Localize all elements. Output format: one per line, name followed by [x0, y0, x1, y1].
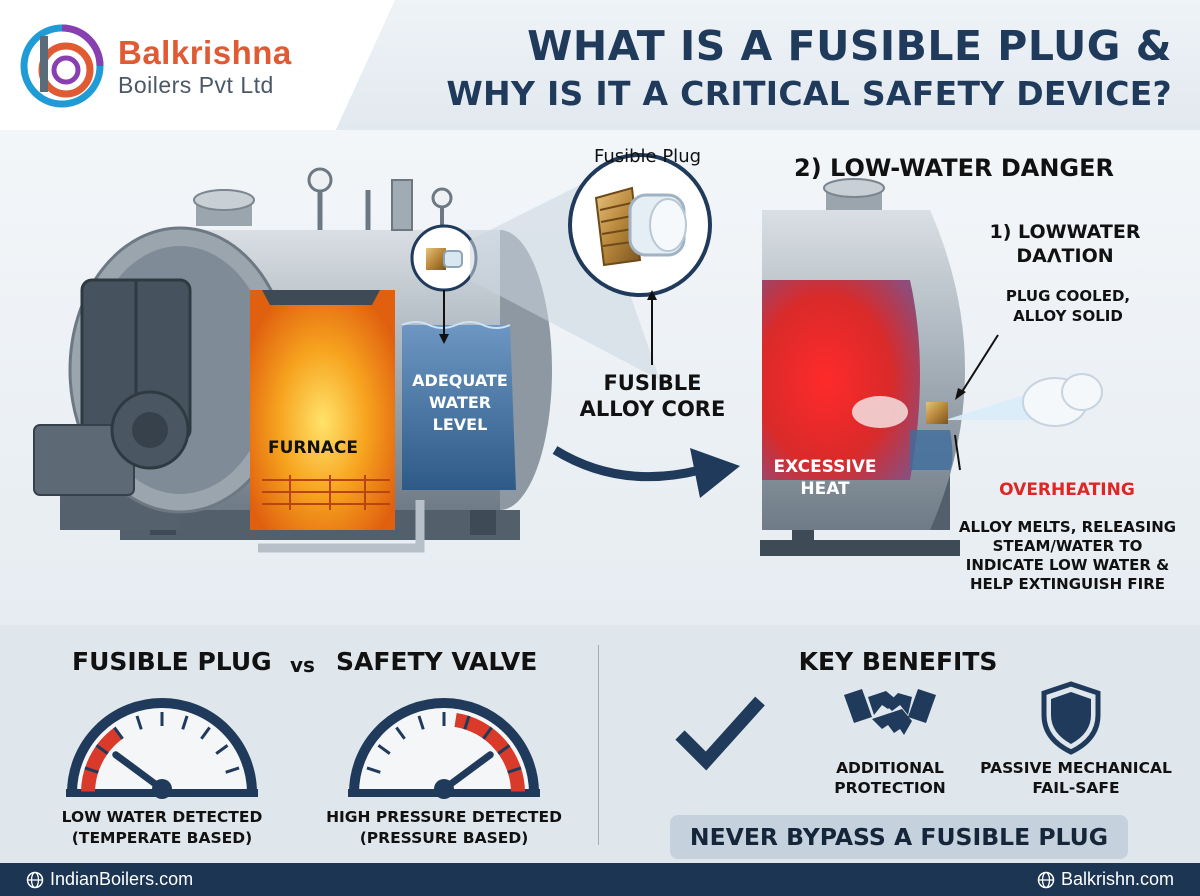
- furnace-label: FURNACE: [268, 438, 358, 458]
- versus-label: vs: [290, 653, 315, 677]
- lowwater-label-line-2: DAΛTION: [1016, 245, 1114, 267]
- benefit-additional-line-2: PROTECTION: [834, 779, 946, 797]
- gauge-tick: [84, 766, 99, 774]
- right-boiler: [760, 178, 1103, 556]
- high-pressure-caption-line-1: HIGH PRESSURE DETECTED: [326, 808, 562, 826]
- safety-valve-heading: SAFETY VALVE: [336, 647, 538, 676]
- gauge-tick: [200, 726, 211, 740]
- gauge-tick: [181, 715, 189, 730]
- high-pressure-caption-line-2: (PRESSURE BASED): [359, 829, 529, 847]
- gauge-dial: [67, 698, 257, 794]
- overheating-label: OVERHEATING: [999, 480, 1135, 500]
- low-water-gauge: [66, 698, 258, 799]
- gauge-hub: [152, 779, 172, 799]
- bottom-section: FUSIBLE PLUG vs SAFETY VALVE LOW WATER D…: [0, 625, 1200, 863]
- alloy-melts-line-2: STEAM/WATER TO: [992, 537, 1143, 555]
- benefit-passive-line-2: FAIL-SAFE: [1032, 779, 1120, 797]
- gauge-tick: [463, 715, 471, 730]
- excessive-heat-label-line-2: HEAT: [800, 479, 850, 499]
- gauge-tick: [215, 744, 229, 755]
- benefit-caption-passive-fail-safe: PASSIVE MECHANICAL FAIL-SAFE: [978, 758, 1174, 798]
- gauge-tick: [377, 744, 391, 755]
- plug-cooled-label-line-2: ALLOY SOLID: [1013, 307, 1123, 325]
- footer: IndianBoilers.com Balkrishn.com: [0, 863, 1200, 896]
- key-benefits-title: KEY BENEFITS: [798, 647, 998, 676]
- lowwater-label-line-1: 1) LOWWATER: [989, 221, 1141, 243]
- low-water-caption-line-2: (TEMPERATE BASED): [71, 829, 253, 847]
- alloy-melts-line-3: INDICATE LOW WATER &: [965, 556, 1170, 574]
- benefit-additional-line-1: ADDITIONAL: [836, 759, 944, 777]
- excessive-heat-label-line-1: EXCESSIVE: [773, 457, 877, 477]
- gauge-tick: [113, 726, 124, 740]
- boiler-diagram: [33, 153, 1103, 556]
- footer-right: Balkrishn.com: [1037, 869, 1174, 890]
- fusible-plug-zoom: [568, 153, 712, 365]
- never-bypass-banner: NEVER BYPASS A FUSIBLE PLUG: [670, 815, 1128, 859]
- water-level-label-line-3: LEVEL: [432, 415, 488, 434]
- low-water-danger-title: 2) LOW-WATER DANGER: [794, 154, 1115, 182]
- page-title-line-1: WHAT IS A FUSIBLE PLUG &: [527, 22, 1172, 70]
- footer-link-indianboilers[interactable]: IndianBoilers.com: [50, 869, 194, 889]
- gauge-tick: [395, 726, 406, 740]
- gauge-tick: [225, 766, 240, 774]
- handshake-icon: [844, 689, 936, 735]
- low-water-caption: LOW WATER DETECTED (TEMPERATE BASED): [37, 807, 287, 849]
- low-water-caption-line-1: LOW WATER DETECTED: [61, 808, 263, 826]
- brand-logo-icon: [20, 24, 104, 108]
- alloy-melts-line-4: HELP EXTINGUISH FIRE: [969, 575, 1166, 593]
- gauge-tick: [135, 715, 143, 730]
- brand-name: Balkrishna: [118, 34, 292, 71]
- gauge-tick: [482, 726, 493, 740]
- gauge-tick: [366, 766, 381, 774]
- water-level-label-line-2: WATER: [428, 393, 492, 412]
- shield-icon: [1041, 681, 1101, 755]
- transition-arrow: [552, 446, 702, 482]
- alloy-melts-line-1: ALLOY MELTS, RELEASING: [958, 518, 1177, 536]
- fusible-plug-heading: FUSIBLE PLUG: [72, 647, 272, 676]
- brand-subtitle: Boilers Pvt Ltd: [118, 72, 274, 98]
- gauge-red-zone: [81, 727, 123, 794]
- alloy-core-label-line-2: ALLOY CORE: [579, 397, 726, 421]
- section-divider: [598, 645, 599, 845]
- plug-cooled-label-line-1: PLUG COOLED,: [1005, 287, 1131, 305]
- checkmark-icon: [675, 696, 765, 771]
- high-pressure-caption: HIGH PRESSURE DETECTED (PRESSURE BASED): [319, 807, 569, 849]
- zoom-projection: [470, 180, 660, 380]
- alloy-core-label-line-1: FUSIBLE: [603, 371, 702, 395]
- page-title-line-2: WHY IS IT A CRITICAL SAFETY DEVICE?: [446, 74, 1172, 113]
- gauge-tick: [497, 744, 511, 755]
- header: Balkrishna Boilers Pvt Ltd WHAT IS A FUS…: [0, 0, 1200, 130]
- footer-link-balkrishn[interactable]: Balkrishn.com: [1060, 869, 1174, 889]
- high-pressure-gauge: [348, 698, 540, 799]
- gauge-hub: [434, 779, 454, 799]
- gauge-tick: [417, 715, 425, 730]
- transition-arrow-head: [690, 448, 740, 498]
- benefit-caption-additional-protection: ADDITIONAL PROTECTION: [830, 758, 950, 798]
- gauge-tick: [95, 744, 109, 755]
- left-boiler-shell: [33, 167, 552, 553]
- globe-icon: [26, 871, 44, 888]
- diagram-area: FURNACE ADEQUATE WATER LEVEL Fusible Plu…: [0, 130, 1200, 625]
- benefit-passive-line-1: PASSIVE MECHANICAL: [980, 759, 1172, 777]
- gauge-tick: [507, 766, 522, 774]
- globe-icon: [1037, 871, 1055, 888]
- water-level-label-line-1: ADEQUATE: [412, 371, 508, 390]
- fusible-plug-callout: Fusible Plug: [593, 146, 702, 167]
- logo-panel: Balkrishna Boilers Pvt Ltd: [0, 0, 395, 130]
- footer-left: IndianBoilers.com: [26, 869, 193, 890]
